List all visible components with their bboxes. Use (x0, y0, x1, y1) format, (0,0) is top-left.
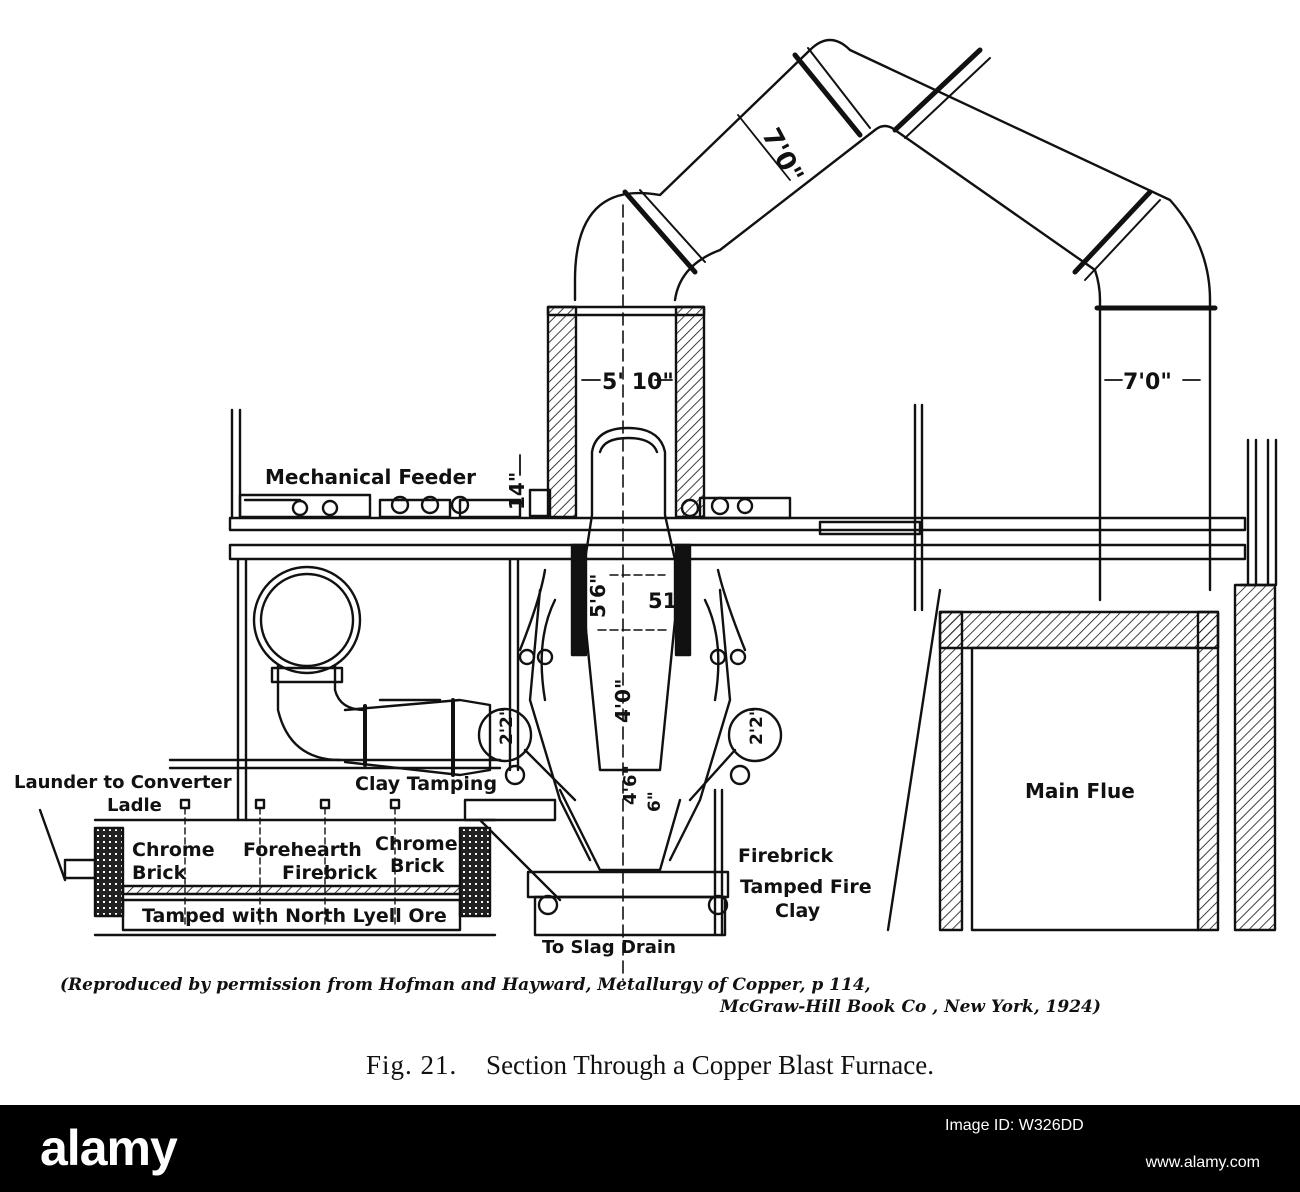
dimension-lines (519, 114, 1201, 476)
label-chrome-brick-right-1: Chrome (375, 833, 458, 855)
dim-shaft-4-0: 4'0" (611, 679, 635, 723)
dim-bustle-right: 2'2" (747, 707, 767, 745)
label-launder-line1: Launder to Converter (14, 772, 232, 793)
label-chrome-brick-right-2: Brick (390, 855, 445, 877)
dim-downtake-diameter: 7'0" (1123, 370, 1172, 395)
label-launder-line2: Ladle (107, 795, 162, 816)
dim-shaft-51: 51" (648, 589, 688, 613)
watermark-bar: alamy Image ID: W326DD www.alamy.com (0, 1105, 1300, 1192)
label-forehearth: Forehearth (243, 839, 362, 861)
dim-shaft-upper: 5'6" (586, 574, 610, 618)
diagram-drawing: Mechanical Feeder Launder to Converter L… (14, 38, 1278, 981)
alamy-logo: alamy (40, 1120, 178, 1176)
label-chrome-brick-left-2: Brick (132, 862, 187, 884)
dim-shaft-6: 6" (645, 791, 665, 812)
furnace-section-diagram: Mechanical Feeder Launder to Converter L… (14, 38, 1278, 981)
label-firebrick-right: Firebrick (738, 845, 833, 867)
main-flue-structure (886, 403, 1278, 932)
site-url: www.alamy.com (1145, 1154, 1260, 1171)
dim-uptake-diameter: 7'0" (755, 123, 809, 188)
figure-title-text: Section Through a Copper Blast Furnace. (486, 1050, 934, 1080)
credit-caption: (Reproduced by permission from Hofman an… (60, 974, 1240, 1018)
figure-number: Fig. 21. (366, 1050, 458, 1080)
dim-shaft-width: 5' 10" (602, 370, 674, 395)
blast-main (252, 565, 783, 802)
gooseneck-flue (573, 38, 1218, 981)
dim-bustle-left: 2'2" (497, 707, 517, 745)
label-tamped-fire-clay-2: Clay (775, 900, 821, 922)
label-to-slag-drain: To Slag Drain (542, 937, 676, 958)
dim-shaft-4-6: 4'6" (620, 765, 641, 805)
downtake-flue (1098, 298, 1212, 602)
figure-title: Fig. 21. Section Through a Copper Blast … (0, 1050, 1300, 1081)
credit-line-1: (Reproduced by permission from Hofman an… (60, 975, 871, 995)
label-main-flue: Main Flue (1025, 779, 1135, 803)
charging-floor (228, 408, 1247, 822)
forehearth (38, 758, 502, 937)
credit-line-2: McGraw-Hill Book Co , New York, 1924) (720, 997, 1101, 1017)
hearth (463, 788, 730, 937)
label-tamped-north-lyell: Tamped with North Lyell Ore (142, 905, 447, 927)
label-chrome-brick-left-1: Chrome (132, 839, 215, 861)
furnace-shaft (528, 305, 732, 862)
label-mechanical-feeder: Mechanical Feeder (265, 465, 476, 489)
label-firebrick-forehearth: Firebrick (282, 862, 377, 884)
dim-feed-height: 14" (505, 472, 529, 510)
image-id: Image ID: W326DD (945, 1117, 1084, 1134)
label-tamped-fire-clay-1: Tamped Fire (740, 876, 872, 898)
label-clay-tamping: Clay Tamping (355, 773, 497, 795)
